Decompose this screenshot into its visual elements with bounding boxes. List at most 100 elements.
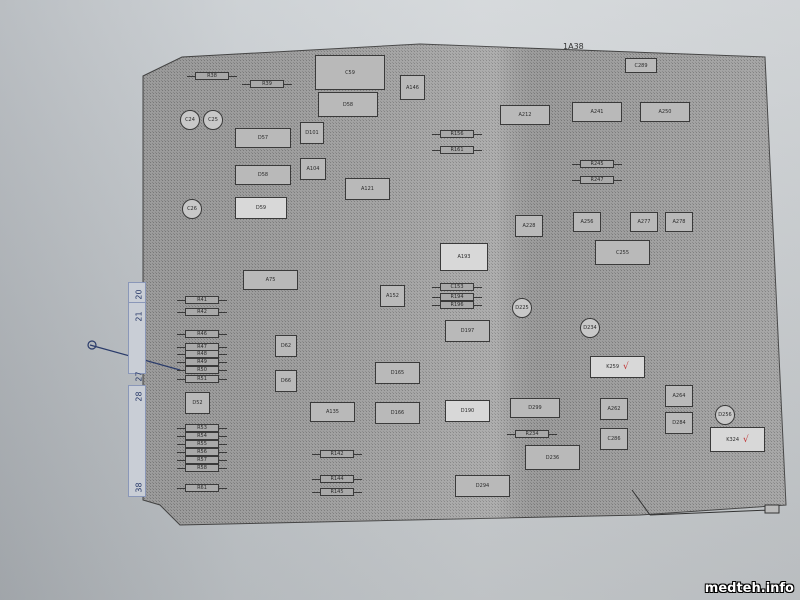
component-lead	[219, 347, 227, 348]
component-lead	[177, 488, 185, 489]
resistor-component: R234	[515, 430, 549, 438]
component-lead	[474, 305, 482, 306]
resistor-component: R54	[185, 432, 219, 440]
component-label: R42	[197, 309, 207, 315]
component-label: A212	[518, 112, 532, 118]
component-label: D294	[475, 483, 490, 489]
ic-component: D197	[445, 320, 490, 342]
component-label: A75	[265, 277, 276, 283]
ic-component: A152	[380, 285, 405, 307]
component-label: D52	[192, 400, 203, 406]
component-label: D256	[718, 412, 732, 418]
component-lead	[177, 362, 185, 363]
component-label: R161	[450, 147, 464, 153]
connector-number: 27	[134, 371, 144, 382]
ic-component: C255	[595, 240, 650, 265]
component-label: R196	[450, 302, 464, 308]
component-lead	[474, 134, 482, 135]
ic-component: D66	[275, 370, 297, 392]
ic-component: C286	[600, 428, 628, 450]
component-label: A256	[580, 219, 594, 225]
component-label: A146	[406, 84, 419, 91]
component-label: D236	[545, 454, 560, 461]
resistor-component: R194	[440, 293, 474, 301]
resistor-component: R53	[185, 424, 219, 432]
component-label: R47	[197, 344, 207, 350]
resistor-component: R42	[185, 308, 219, 316]
component-lead	[572, 180, 580, 181]
component-label: D299	[528, 405, 542, 411]
ic-component: D165	[375, 362, 420, 384]
component-label: A193	[457, 254, 471, 260]
connector-tab	[128, 302, 146, 374]
resistor-component: R39	[250, 80, 284, 88]
component-label: D197	[460, 328, 475, 334]
watermark: medteh.info	[704, 581, 794, 596]
component-label: D66	[280, 378, 292, 384]
component-lead	[177, 347, 185, 348]
resistor-component: R56	[185, 448, 219, 456]
component-label: D58	[257, 172, 269, 178]
resistor-component: R161	[440, 146, 474, 154]
component-lead	[432, 305, 440, 306]
component-label: R38	[207, 73, 217, 79]
component-label: D57	[257, 135, 269, 141]
component-label: C59	[345, 69, 355, 76]
component-label: A278	[672, 219, 686, 225]
component-label: C153	[450, 284, 464, 290]
component-label: R156	[450, 131, 464, 137]
ic-component: A241	[572, 102, 622, 122]
component-label: R39	[262, 81, 272, 87]
resistor-component: R46	[185, 330, 219, 338]
component-label: A250	[658, 109, 672, 115]
ic-component: A250	[640, 102, 690, 122]
resistor-component: R51	[185, 375, 219, 383]
component-label: A152	[386, 293, 399, 299]
connector-number: 20	[134, 289, 144, 300]
component-label: A264	[672, 393, 686, 399]
ic-component: C59	[315, 55, 385, 90]
component-lead	[614, 164, 622, 165]
component-lead	[354, 479, 362, 480]
resistor-component: R57	[185, 456, 219, 464]
component-lead	[354, 492, 362, 493]
component-lead	[229, 76, 237, 77]
component-label: D101	[305, 130, 319, 136]
resistor-component: R145	[320, 488, 354, 496]
ic-component: D57	[235, 128, 291, 148]
component-lead	[572, 164, 580, 165]
component-lead	[432, 134, 440, 135]
ic-component: A75	[243, 270, 298, 290]
component-lead	[219, 452, 227, 453]
ic-component: D190	[445, 400, 490, 422]
connector-number: 38	[134, 482, 144, 493]
ic-component: A104	[300, 158, 326, 180]
component-lead	[549, 434, 557, 435]
resistor-component: R247	[580, 176, 614, 184]
component-label: R55	[197, 441, 207, 447]
component-lead	[312, 479, 320, 480]
ic-component: A228	[515, 215, 543, 237]
component-label: C255	[615, 249, 630, 256]
component-label: D62	[280, 343, 292, 349]
component-lead	[219, 444, 227, 445]
ic-component: A212	[500, 105, 550, 125]
test-point-ring	[87, 340, 97, 350]
component-label: D165	[390, 370, 405, 376]
component-lead	[177, 428, 185, 429]
component-lead	[177, 468, 185, 469]
ic-component: D58	[318, 92, 378, 117]
component-label: A121	[361, 186, 374, 192]
component-label: A241	[590, 109, 604, 115]
connector-tab	[128, 385, 146, 497]
component-label: R144	[330, 476, 344, 482]
component-lead	[219, 334, 227, 335]
component-lead	[219, 379, 227, 380]
ic-component: D294	[455, 475, 510, 497]
capacitor-component: C26	[182, 199, 202, 219]
component-label: D234	[583, 325, 597, 331]
component-label: C286	[607, 436, 621, 442]
component-label: R142	[330, 451, 344, 457]
ic-component: A256	[573, 212, 601, 232]
component-label: R50	[197, 367, 207, 373]
